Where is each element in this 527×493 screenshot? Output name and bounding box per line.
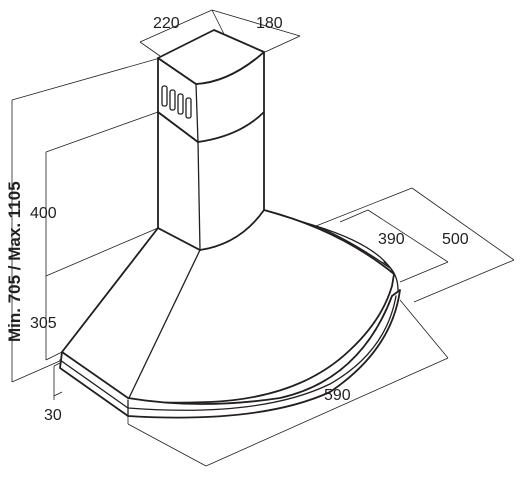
label-canopy-edge: 30	[44, 407, 62, 424]
vent-slot	[177, 93, 184, 115]
vent-slot	[169, 89, 176, 111]
vent-slot	[161, 85, 168, 107]
label-width: 590	[324, 387, 351, 404]
canopy-rim	[59, 289, 401, 419]
vent-slot	[185, 97, 192, 119]
label-chimney-width: 220	[153, 15, 180, 32]
label-lower-height: 305	[30, 315, 57, 332]
label-outer-depth: 500	[442, 231, 469, 248]
dimension-lines	[11, 9, 515, 467]
label-inner-depth: 390	[378, 231, 405, 248]
label-chimney-depth: 180	[256, 15, 283, 32]
hood-drawing	[59, 29, 401, 419]
label-upper-height: 400	[30, 205, 57, 222]
label-total-height: Min. 705 / Max. 1105	[5, 181, 24, 342]
chimney-top	[157, 29, 265, 85]
